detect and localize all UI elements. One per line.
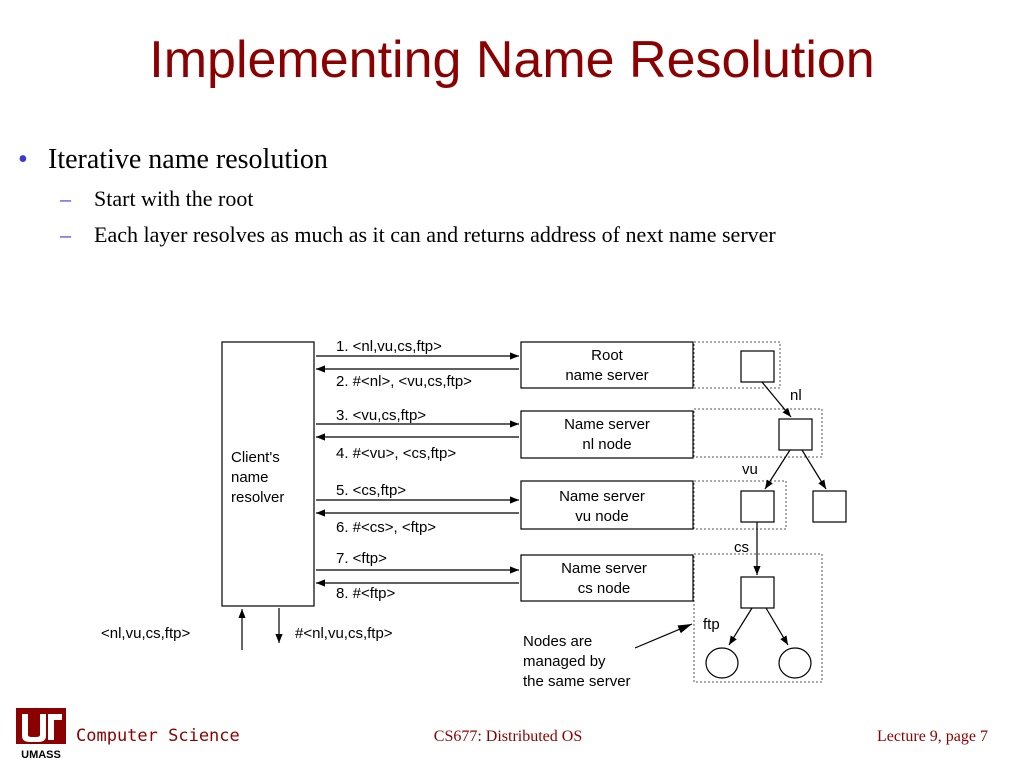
client-label: resolver <box>231 489 284 506</box>
message-label: 3. <vu,cs,ftp> <box>336 407 426 424</box>
message-arrows <box>316 352 519 587</box>
edge-nl-vu <box>764 449 791 490</box>
edge-root-nl <box>761 381 792 418</box>
edge-label-ftp: ftp <box>703 616 720 633</box>
note-text: managed by <box>523 653 606 670</box>
dash-marker: – <box>60 186 71 211</box>
edge-cs-ftp <box>728 607 753 646</box>
note-pointer-arrow <box>634 623 693 649</box>
root-zone <box>693 341 781 389</box>
vu-node <box>740 490 775 523</box>
server-labels: Root name server Name server nl node Nam… <box>559 347 650 597</box>
course-label: CS677: Distributed OS <box>433 728 583 745</box>
note-text: Nodes are <box>523 633 592 650</box>
edge-cs-leaf <box>765 607 789 646</box>
bullet-dot: • <box>18 144 28 175</box>
server-label: nl node <box>582 436 631 453</box>
output-label: #<nl,vu,cs,ftp> <box>295 625 393 642</box>
edge-label-cs: cs <box>734 539 749 556</box>
server-label: vu node <box>575 508 628 525</box>
client-label: name <box>231 469 269 486</box>
tree-nodes <box>705 350 847 679</box>
leaf-node <box>778 647 812 679</box>
nl-server-box <box>520 410 694 459</box>
message-label: 6. #<cs>, <ftp> <box>336 519 436 536</box>
leaf-node <box>705 647 739 679</box>
vu-zone <box>693 480 787 530</box>
message-label: 5. <cs,ftp> <box>336 482 406 499</box>
edge-label-nl: nl <box>790 387 802 404</box>
message-labels: 1. <nl,vu,cs,ftp> 2. #<nl>, <vu,cs,ftp> … <box>336 338 472 602</box>
root-node <box>740 350 775 383</box>
server-label: Root <box>591 347 624 364</box>
message-label: 4. #<vu>, <cs,ftp> <box>336 445 456 462</box>
vu-server-box <box>520 480 694 530</box>
bullet-text: Iterative name resolution <box>48 144 328 175</box>
sibling-node <box>812 490 847 523</box>
edge-nl-sibling <box>801 449 827 490</box>
nl-node <box>778 418 813 451</box>
cs-server-box <box>520 554 694 602</box>
slide-title: Implementing Name Resolution <box>149 31 875 89</box>
subbullet-text: Each layer resolves as much as it can an… <box>94 222 776 247</box>
server-label: Name server <box>564 416 650 433</box>
server-label: name server <box>565 367 648 384</box>
server-label: Name server <box>561 560 647 577</box>
input-label: <nl,vu,cs,ftp> <box>101 625 190 642</box>
cs-node <box>740 576 775 609</box>
bullet-list: • Iterative name resolution –Start with t… <box>18 144 776 248</box>
message-label: 7. <ftp> <box>336 550 387 567</box>
note-text: the same server <box>523 673 631 690</box>
subbullet-item: –Each layer resolves as much as it can a… <box>60 222 776 248</box>
edge-label-vu: vu <box>742 461 758 478</box>
server-label: Name server <box>559 488 645 505</box>
message-label: 1. <nl,vu,cs,ftp> <box>336 338 442 355</box>
nl-zone <box>693 408 823 458</box>
server-label: cs node <box>578 580 631 597</box>
subbullet-text: Start with the root <box>94 186 254 211</box>
message-label: 2. #<nl>, <vu,cs,ftp> <box>336 373 472 390</box>
logo-text: UMASS <box>21 749 61 761</box>
department-label: Computer Science <box>76 726 240 746</box>
cs-zone <box>693 553 823 683</box>
subbullet-item: –Start with the root <box>60 186 776 212</box>
tree-edges <box>634 381 827 649</box>
bullet-item: • Iterative name resolution <box>18 144 776 176</box>
client-label: Client's <box>231 449 280 466</box>
umass-logo: UMASS <box>16 708 66 761</box>
page-label: Lecture 9, page 7 <box>876 728 988 745</box>
message-label: 8. #<ftp> <box>336 585 395 602</box>
root-server-box <box>520 341 694 389</box>
server-zones <box>693 341 823 683</box>
client-resolver-box <box>221 341 315 607</box>
dash-marker: – <box>60 222 71 247</box>
